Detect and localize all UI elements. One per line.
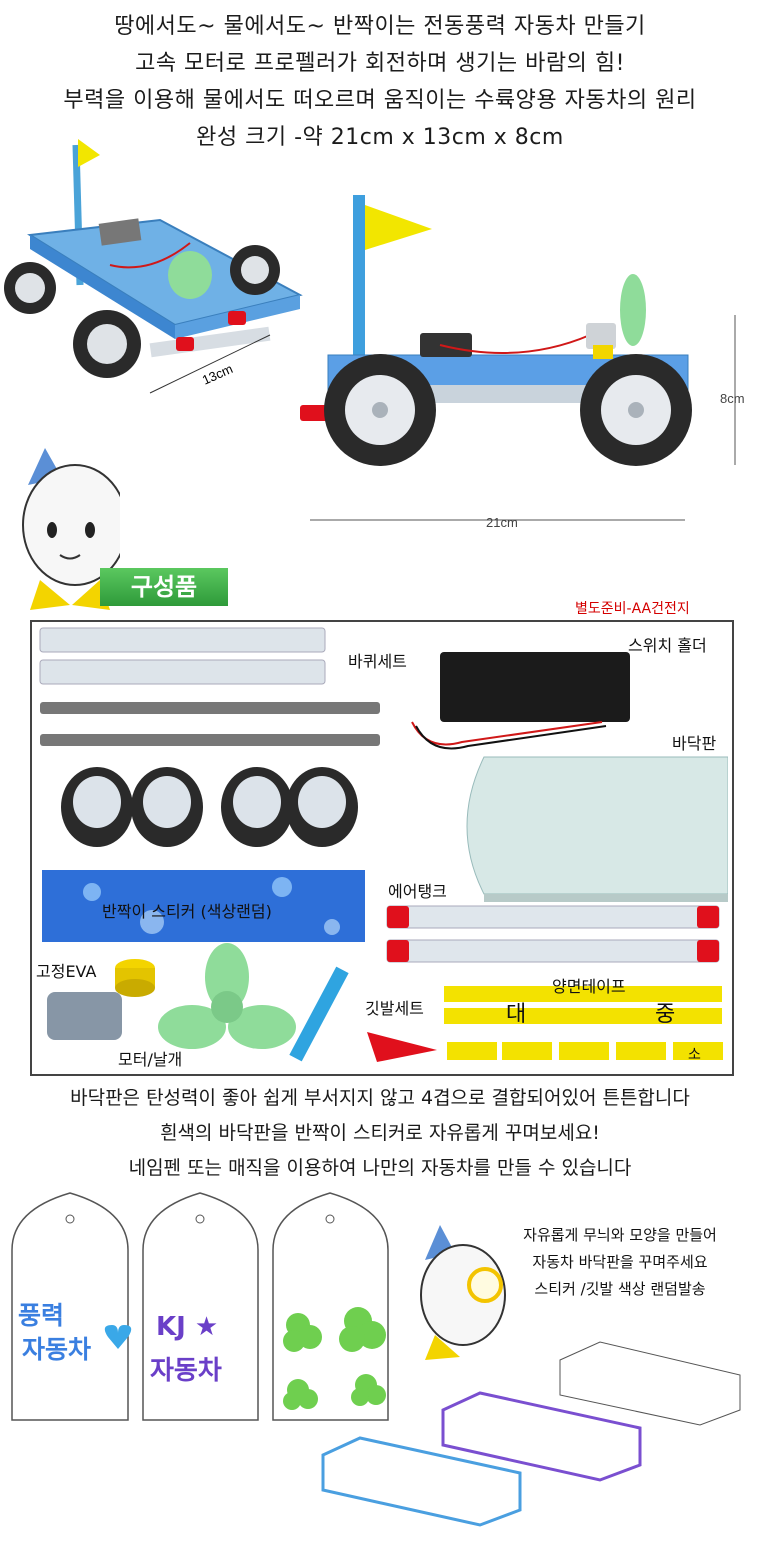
components-images: [39, 627, 728, 1062]
tip-line-2: 자동차 바닥판을 꾸며주세요: [532, 1253, 708, 1271]
header-line-2: 고속 모터로 프로펠러가 회전하며 생기는 바람의 힘!: [135, 51, 625, 76]
label-wheel-set: 바퀴세트: [348, 652, 407, 671]
car-iso-image: [4, 139, 303, 394]
label-tape-large: 대: [506, 1002, 527, 1027]
board2-text-line2: 자동차: [150, 1356, 222, 1386]
header-line-1: 땅에서도~ 물에서도~ 반짝이는 전동풍력 자동차 만들기: [114, 14, 646, 39]
board1-text-line1: 풍력: [18, 1301, 65, 1330]
tip-line-3: 스티커 /깃발 색상 랜덤발송: [534, 1280, 706, 1298]
label-tape-small: 소: [688, 1047, 701, 1063]
label-base-plate: 바닥판: [672, 734, 717, 753]
header-line-4: 완성 크기 -약 21cm x 13cm x 8cm: [196, 125, 564, 150]
description-line-2: 흰색의 바닥판을 반짝이 스티커로 자유롭게 꾸며보세요!: [160, 1122, 600, 1144]
example-boards-image: [11, 1192, 741, 1527]
label-switch-holder: 스위치 홀더: [628, 636, 707, 655]
label-tape-medium: 중: [655, 1002, 676, 1027]
board1-text-line2: 자동차: [22, 1335, 92, 1364]
battery-note: 별도준비-AA건전지: [575, 601, 690, 617]
label-eva: 고정EVA: [36, 962, 97, 981]
label-sticker: 반짝이 스티커 (색상랜덤): [102, 902, 272, 921]
car-side-image: [300, 195, 736, 521]
tip-note: 자유롭게 무늬와 모양을 만들어 자동차 바닥판을 꾸며주세요 스티커 /깃발 …: [500, 1222, 740, 1303]
dim-13cm: 13cm: [200, 361, 235, 388]
header-line-3: 부력을 이용해 물에서도 떠오르며 움직이는 수륙양용 자동차의 원리: [63, 88, 697, 113]
dim-8cm: 8cm: [720, 391, 745, 406]
car-illustrations: 13cm: [4, 139, 736, 521]
description-line-1: 바닥판은 탄성력이 좋아 쉽게 부서지지 않고 4겹으로 결합되어있어 튼튼합니…: [70, 1087, 690, 1109]
label-tape: 양면테이프: [552, 977, 626, 996]
dim-21cm: 21cm: [486, 515, 518, 530]
board2-text-line1: KJ ★: [156, 1312, 219, 1342]
label-flag-set: 깃발세트: [365, 999, 424, 1018]
label-air-tank: 에어탱크: [388, 882, 447, 901]
label-motor: 모터/날개: [118, 1050, 183, 1069]
components-title: 구성품: [100, 568, 228, 606]
description-line-3: 네임펜 또는 매직을 이용하여 나만의 자동차를 만들 수 있습니다: [128, 1157, 632, 1179]
tip-line-1: 자유롭게 무늬와 모양을 만들어: [523, 1226, 717, 1244]
